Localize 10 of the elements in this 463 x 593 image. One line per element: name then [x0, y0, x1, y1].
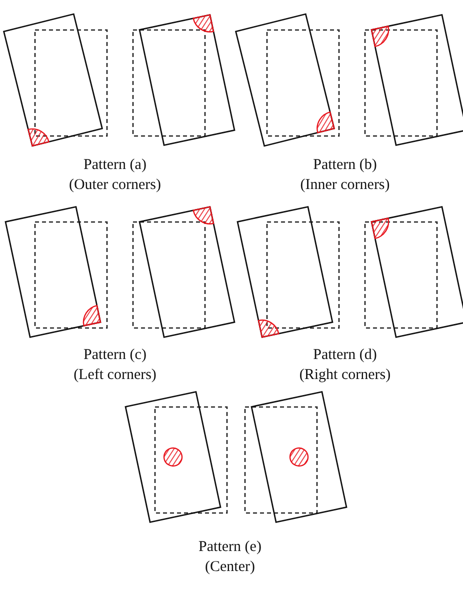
caption-text: (Outer corners): [68, 176, 162, 195]
caption-text: Pattern (c): [82, 346, 148, 365]
caption-text: (Inner corners): [299, 176, 391, 195]
caption-text: (Right corners): [298, 366, 392, 385]
caption-text: Pattern (e): [198, 538, 262, 557]
caption-text: Pattern (d): [312, 346, 378, 365]
caption-text: (Center): [204, 558, 256, 577]
caption-text: Pattern (a): [82, 156, 148, 175]
caption-text: (Left corners): [72, 366, 158, 385]
caption-text: Pattern (b): [312, 156, 378, 175]
